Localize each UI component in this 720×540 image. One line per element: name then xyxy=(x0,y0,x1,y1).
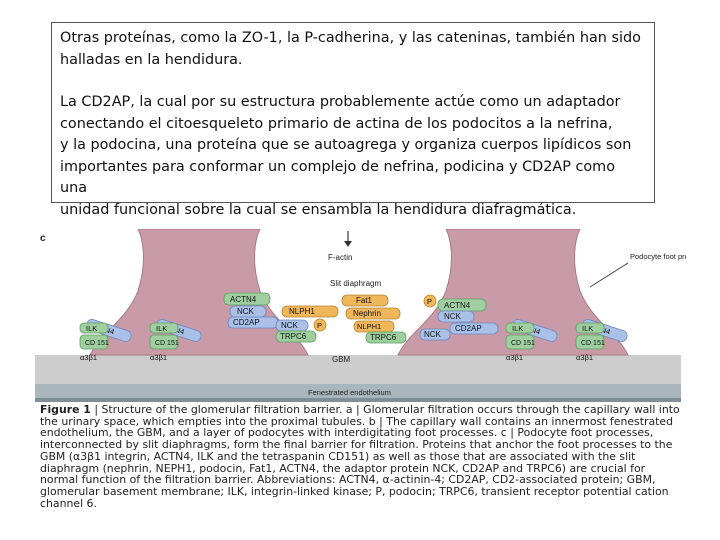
caption-label: Figure 1 xyxy=(40,403,91,416)
podocyte-diagram: c F-actin Slit diaphragm Podocyte foot p… xyxy=(35,228,704,402)
paragraph-2-line-1: La CD2AP, la cual por su estructura prob… xyxy=(60,94,621,110)
actn4-right: ACTN4 xyxy=(444,301,471,310)
podocin-right-icon xyxy=(423,294,437,308)
cd2ap-right-box xyxy=(449,322,499,335)
nlph1-2: NLPH1 xyxy=(357,322,381,331)
figure-caption: Figure 1 | Structure of the glomerular f… xyxy=(40,404,685,509)
nck-left: NCK xyxy=(237,307,255,316)
paragraph-2: La CD2AP, la cual por su estructura prob… xyxy=(60,92,646,221)
ilk-1-box xyxy=(79,322,109,334)
actn4-left: ACTN4 xyxy=(230,295,257,304)
nlph1-box xyxy=(281,305,339,318)
panel-label: c xyxy=(40,233,46,244)
fat1-box xyxy=(341,294,389,307)
trpc6-right-box xyxy=(365,331,407,344)
cd2ap-left: CD2AP xyxy=(233,318,260,327)
paragraph-2-line-3: y la podocina, una proteína que se autoa… xyxy=(60,137,632,153)
gbm-band xyxy=(35,355,681,384)
ilk-3-box xyxy=(505,322,535,334)
text-box: Otras proteínas, como la ZO-1, la P-cadh… xyxy=(51,22,655,218)
factin-label: F-actin xyxy=(328,253,352,262)
trpc6-right: TRPC6 xyxy=(370,333,397,342)
paragraph-2-line-4: importantes para conformar un complejo d… xyxy=(60,158,616,197)
cd151-2-box xyxy=(149,334,179,350)
trpc6-left: TRPC6 xyxy=(280,332,307,341)
podocin-left-icon xyxy=(313,318,327,332)
cd151-1-box xyxy=(79,334,109,350)
ilk-2: ILK xyxy=(156,324,167,333)
fat1: Fat1 xyxy=(356,296,373,305)
endothelium-band xyxy=(35,384,681,398)
paragraph-2-line-2: conectando el citoesqueleto primario de … xyxy=(60,115,613,132)
nlph1: NLPH1 xyxy=(289,307,315,316)
endothelium-label: Fenestrated endothelium xyxy=(308,388,391,397)
cd151-3: CD 151 xyxy=(511,340,535,347)
trpc6-left-box xyxy=(275,330,317,343)
cd151-4-box xyxy=(575,334,605,350)
integrin-2: α3β1 xyxy=(150,353,167,362)
cd2ap-right: CD2AP xyxy=(455,324,482,333)
ilk-1: ILK xyxy=(86,324,97,333)
cd151-3-box xyxy=(505,334,535,350)
integrin-1: α3β1 xyxy=(80,353,97,362)
nck-right-2-box xyxy=(419,328,451,341)
caption-text: | Structure of the glomerular filtration… xyxy=(40,403,680,510)
podocin-right: P xyxy=(427,297,432,306)
figure-image: c F-actin Slit diaphragm Podocyte foot p… xyxy=(30,228,704,525)
slit-diaphragm-label: Slit diaphragm xyxy=(330,279,381,288)
ilk-2-box xyxy=(149,322,179,334)
paragraph-1: Otras proteínas, como la ZO-1, la P-cadh… xyxy=(60,30,641,68)
podocin-left: P xyxy=(317,321,322,330)
cd151-2: CD 151 xyxy=(155,340,179,347)
ilk-4: ILK xyxy=(582,324,593,333)
ilk-4-box xyxy=(575,322,605,334)
nck-right: NCK xyxy=(444,312,462,321)
nck-right-2: NCK xyxy=(424,330,442,339)
nck-left-2: NCK xyxy=(281,321,299,330)
paragraph-2-line-5: unidad funcional sobre la cual se ensamb… xyxy=(60,201,577,218)
actn4-left-box xyxy=(223,292,271,306)
nephrin: Nephrin xyxy=(353,309,381,318)
factin-arrow-icon xyxy=(344,241,352,247)
gbm-label: GBM xyxy=(332,355,351,364)
cd151-1: CD 151 xyxy=(85,340,109,347)
cd151-4: CD 151 xyxy=(581,340,605,347)
ilk-3: ILK xyxy=(512,324,523,333)
podocyte-label: Podocyte foot process xyxy=(630,252,686,261)
integrin-3: α3β1 xyxy=(506,353,523,362)
nck-right-box xyxy=(437,310,475,323)
nephrin-box xyxy=(345,307,401,320)
integrin-4: α3β1 xyxy=(576,353,593,362)
